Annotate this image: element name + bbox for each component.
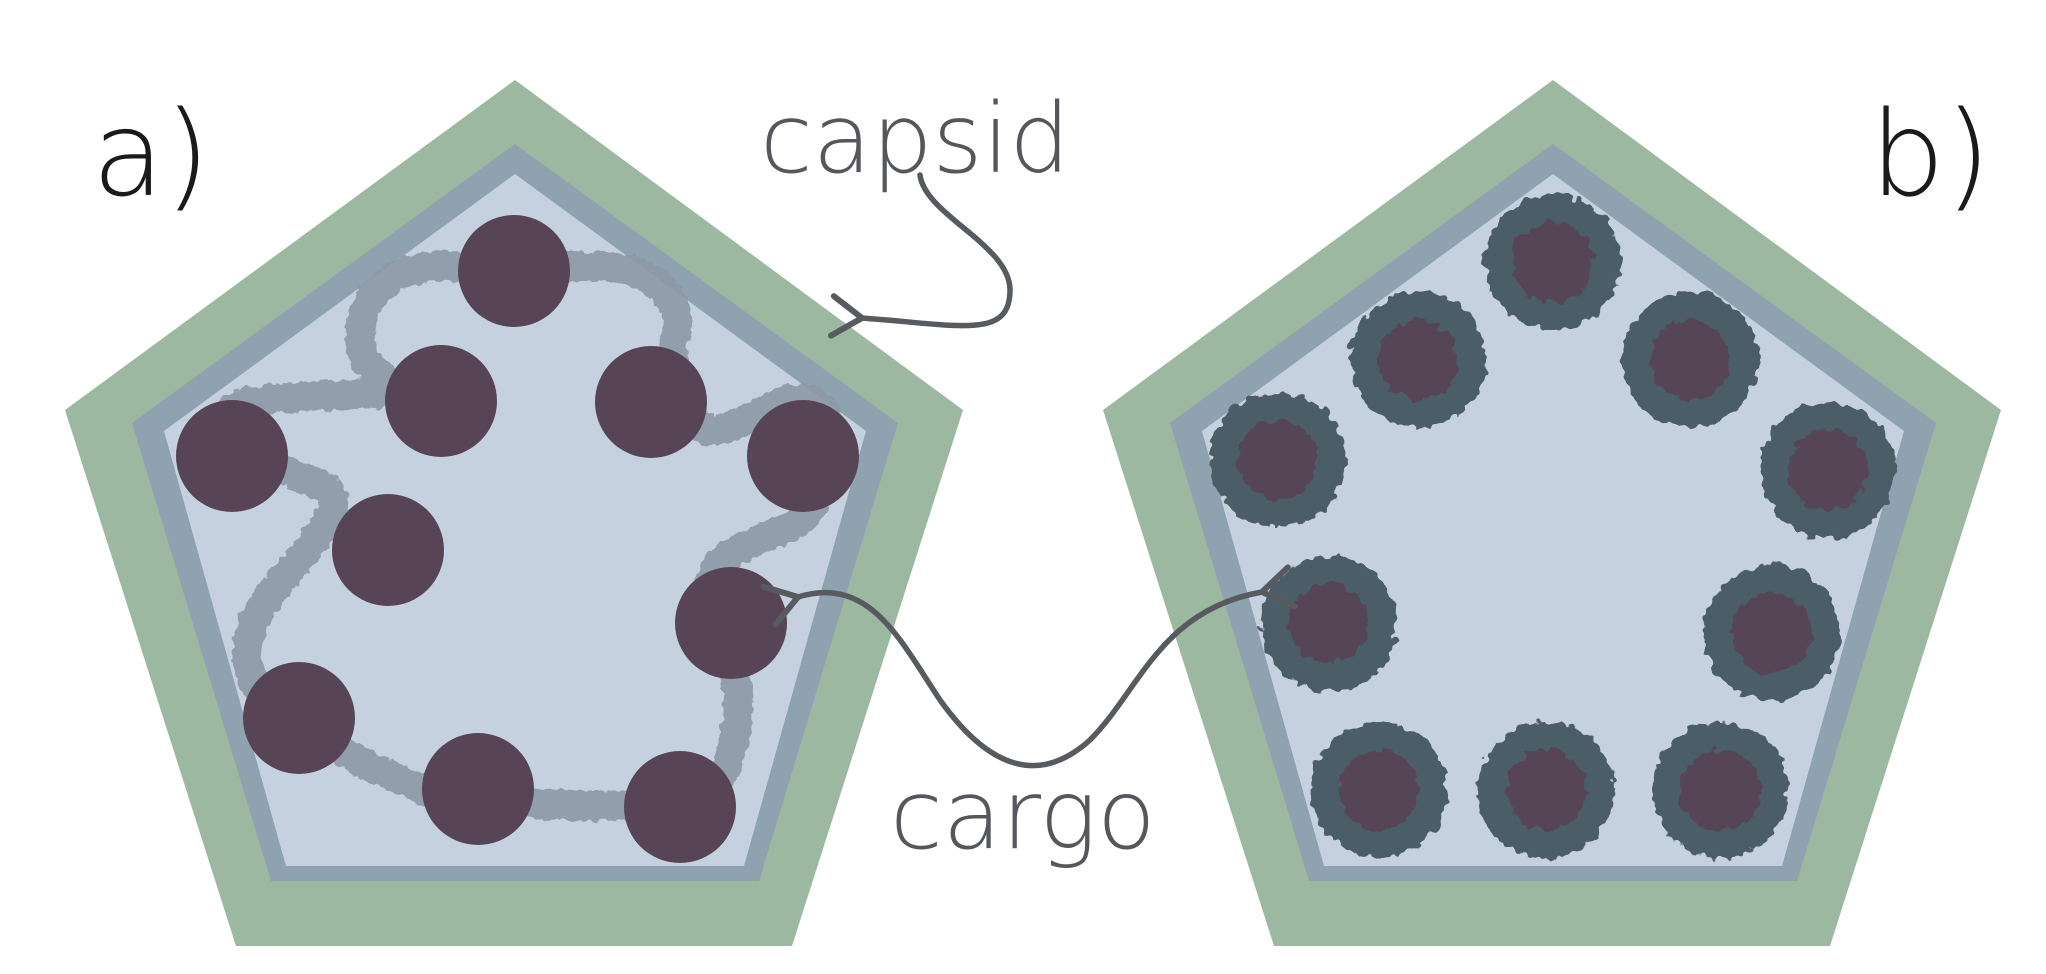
cargo-particle xyxy=(595,346,707,458)
cargo-particles-a xyxy=(176,215,859,863)
cargo-particle xyxy=(243,662,355,774)
cargo-particle xyxy=(422,733,534,845)
panel-b-label: b) xyxy=(1870,85,1991,223)
panel-a-label: a) xyxy=(92,85,210,223)
genome-strand xyxy=(211,251,843,821)
cargo-particles-b xyxy=(1238,222,1868,830)
capsid-arrow xyxy=(827,172,1013,339)
cargo-particle xyxy=(1788,430,1868,510)
cargo-particle xyxy=(1680,750,1760,830)
cargo-particle xyxy=(1732,593,1812,673)
cargo-particle xyxy=(1506,750,1586,830)
cargo-particle xyxy=(1650,320,1730,400)
cargo-particle xyxy=(1238,420,1318,500)
cargo-particle xyxy=(624,751,736,863)
capsid-a xyxy=(65,80,963,946)
cargo-particle xyxy=(385,345,497,457)
cargo-particle xyxy=(1513,222,1593,302)
cargo-particle xyxy=(332,494,444,606)
capsid-label: capsid xyxy=(760,83,1070,195)
cargo-particle xyxy=(458,215,570,327)
cargo-particle xyxy=(176,400,288,512)
cargo-particle xyxy=(1378,320,1458,400)
cargo-particle xyxy=(1339,750,1419,830)
cargo-label: cargo xyxy=(890,759,1156,871)
cargo-particle xyxy=(675,567,787,679)
cargo-particle xyxy=(1289,584,1369,664)
capsid-b xyxy=(1103,80,2001,946)
cargo-particle xyxy=(747,400,859,512)
cargo-arrow xyxy=(760,564,1298,769)
